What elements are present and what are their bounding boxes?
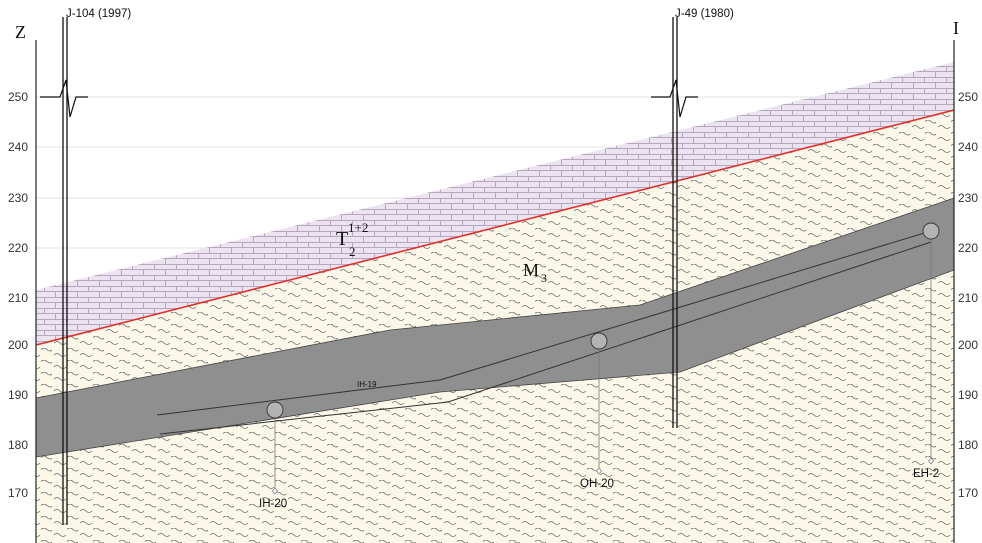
- unit-label-limestone-sup: 1+2: [348, 220, 368, 235]
- left-tick-label: 180: [8, 438, 28, 452]
- unit-label-limestone-sub: 2: [349, 244, 356, 259]
- right-tick-label: 250: [958, 90, 978, 104]
- unit-label-marl: M 3: [523, 260, 547, 285]
- tunnel-upper-label: IH-19: [357, 380, 377, 389]
- point-eh2-label: EH-2: [913, 468, 939, 480]
- right-tick-label: 210: [958, 291, 978, 305]
- left-side-label: Z: [15, 22, 26, 42]
- formation-contact-line: [36, 109, 954, 346]
- right-tick-label: 240: [958, 140, 978, 154]
- left-tick-label: 240: [8, 140, 28, 154]
- right-tick-label: 170: [958, 486, 978, 500]
- borehole-j49-label: J-49 (1980): [675, 8, 734, 20]
- unit-label-marl-sub: 3: [541, 271, 547, 285]
- point-ih20-label: IH-20: [259, 498, 287, 510]
- right-elevation-axis: 250 240 230 220 210 200 190 180 170: [958, 90, 978, 500]
- left-tick-label: 220: [8, 241, 28, 255]
- lower-tunnel-line: [159, 241, 932, 435]
- borehole-j104-label: J-104 (1997): [66, 8, 131, 20]
- left-tick-label: 190: [8, 388, 28, 402]
- left-tick-label: 230: [8, 191, 28, 205]
- unit-label-limestone: T 1+2 2: [336, 220, 368, 259]
- unit-label-limestone-base: T: [336, 228, 348, 250]
- borehole-j49-break-icon: [651, 79, 698, 118]
- right-tick-label: 230: [958, 191, 978, 205]
- right-tick-label: 200: [958, 338, 978, 352]
- point-eh2-marker: [922, 222, 940, 465]
- left-tick-label: 170: [8, 486, 28, 500]
- unit-label-marl-base: M: [523, 260, 539, 280]
- right-tick-label: 180: [958, 438, 978, 452]
- right-side-label: I: [953, 18, 959, 38]
- left-tick-label: 210: [8, 291, 28, 305]
- limestone-layer: [36, 62, 954, 345]
- point-oh20-label: OH-20: [580, 478, 614, 490]
- left-tick-label: 200: [8, 338, 28, 352]
- tunnel-zone-band: [36, 197, 954, 458]
- point-ih20-marker: [266, 401, 284, 495]
- right-tick-label: 220: [958, 241, 978, 255]
- left-elevation-axis: 250 240 230 220 210 200 190 180 170: [8, 90, 28, 500]
- upper-tunnel-line: [156, 230, 932, 416]
- borehole-j104-break-icon: [40, 79, 88, 118]
- point-oh20-marker: [590, 332, 608, 475]
- left-tick-label: 250: [8, 90, 28, 104]
- right-tick-label: 190: [958, 388, 978, 402]
